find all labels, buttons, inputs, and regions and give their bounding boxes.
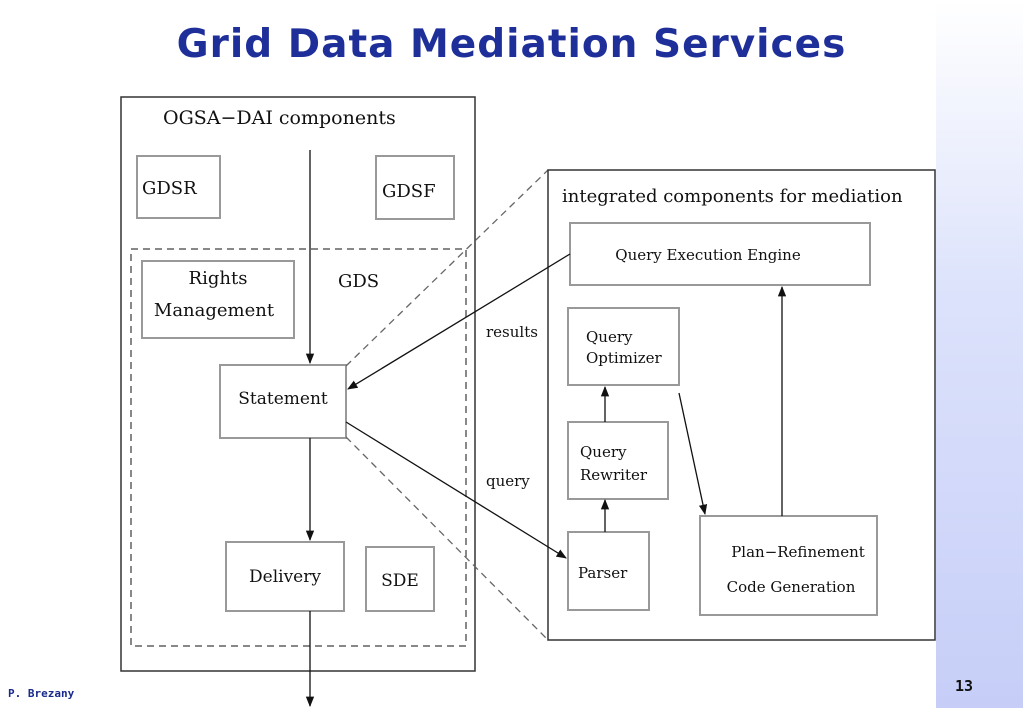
query-optimizer-line2: Optimizer <box>586 349 663 367</box>
zoom-line-top <box>345 169 549 367</box>
query-execution-engine-box <box>569 222 871 286</box>
query-rewriter-box <box>567 421 669 500</box>
query-rewriter-line2: Rewriter <box>580 466 648 484</box>
gdsr-box <box>136 155 221 219</box>
statement-box <box>219 364 347 439</box>
query-label: query <box>486 472 530 490</box>
delivery-box <box>225 541 345 612</box>
statement-label: Statement <box>238 389 328 409</box>
sde-label: SDE <box>381 571 419 591</box>
parser-label: Parser <box>578 564 628 582</box>
gdsr-label: GDSR <box>142 178 197 199</box>
delivery-label: Delivery <box>249 567 321 587</box>
query-execution-engine-label: Query Execution Engine <box>615 246 801 264</box>
gds-label: GDS <box>338 271 379 292</box>
ogsa-dai-label: OGSA−DAI components <box>163 107 396 129</box>
sde-box <box>365 546 435 612</box>
results-label: results <box>486 323 538 341</box>
query-optimizer-line1: Query <box>586 328 633 346</box>
plan-refinement-line1: Plan−Refinement <box>731 543 865 561</box>
arrow-results <box>347 253 571 390</box>
author-footer: P. Brezany <box>8 687 75 700</box>
rights-management-line1: Rights <box>189 268 248 289</box>
slide-background-band <box>936 0 1023 708</box>
rights-management-box <box>141 260 295 339</box>
parser-box <box>567 531 650 611</box>
query-rewriter-line1: Query <box>580 443 627 461</box>
arrow-optimizer-to-plan <box>678 392 708 516</box>
slide-title: Grid Data Mediation Services <box>176 22 847 67</box>
gdsf-box <box>375 155 455 220</box>
plan-refinement-line2: Code Generation <box>727 578 856 596</box>
arrow-query <box>345 421 567 559</box>
rights-management-line2: Management <box>154 300 275 321</box>
mediation-label: integrated components for mediation <box>562 186 903 207</box>
gdsf-label: GDSF <box>382 181 436 202</box>
page-number: 13 <box>955 677 974 695</box>
gds-dashed-box <box>130 248 467 647</box>
plan-refinement-box <box>699 515 878 616</box>
query-optimizer-box <box>567 307 680 386</box>
